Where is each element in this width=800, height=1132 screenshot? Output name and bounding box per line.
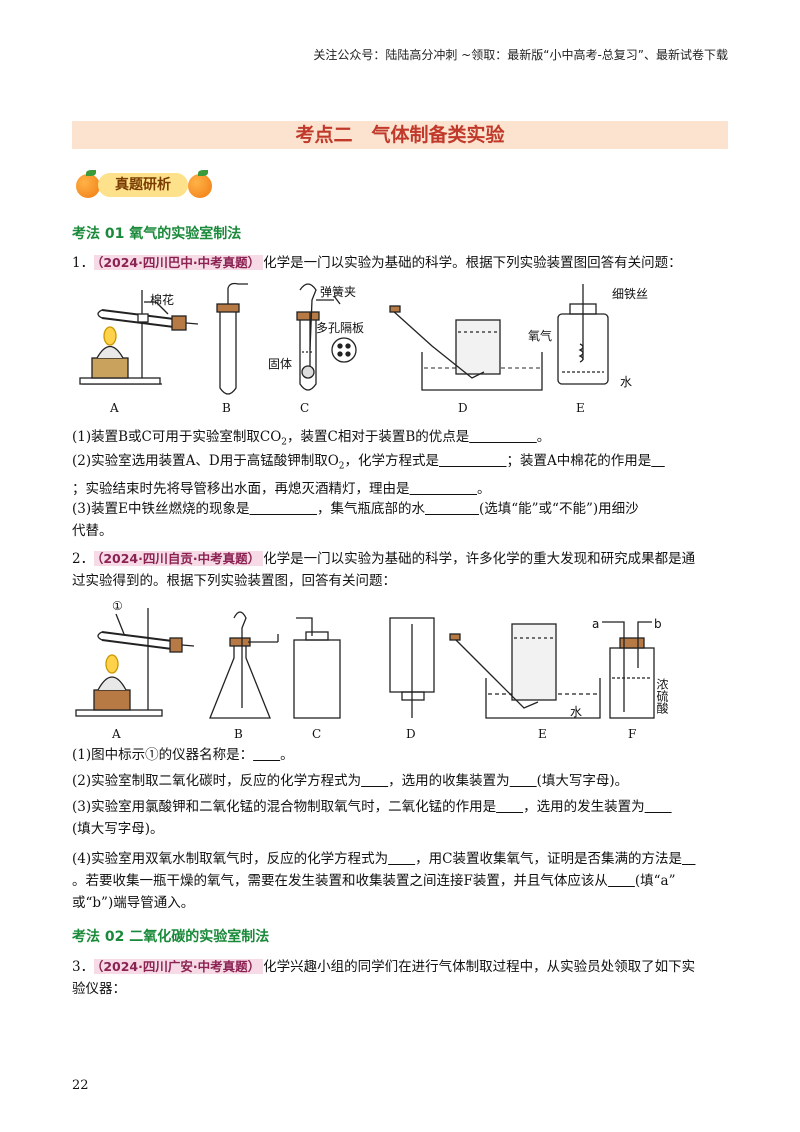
label-solid: 固体 — [268, 357, 292, 371]
label-circle-1: ① — [112, 599, 123, 613]
section-title: 考点二 气体制备类实验 — [72, 121, 728, 149]
q2-part3-text: (填大写字母)。 — [72, 821, 164, 837]
q2-stem-text: 过实验得到的。根据下列实验装置图，回答有关问题： — [72, 573, 396, 589]
q1-part3: (3)装置E中铁丝燃烧的现象是 ，集气瓶底部的水 (选填“能”或“不能”)用细沙… — [72, 498, 732, 542]
q2-part3-text: (3)实验室用氯酸钾和二氧化锰的混合物制取氧气时，二氧化锰的作用是 — [72, 799, 497, 815]
q2-part1-text: (1)图中标示①的仪器名称是： — [72, 747, 254, 763]
q3-stem: 3．（2024·四川广安·中考真题）化学兴趣小组的同学们在进行气体制取过程中，从… — [72, 956, 732, 1000]
q1-source: （2024·四川巴中·中考真题） — [94, 255, 264, 270]
q1-part3-text: (选填“能”或“不能”)用细沙 — [478, 501, 639, 517]
fig-label-C: C — [312, 727, 321, 741]
fig-label-E: E — [576, 401, 585, 415]
label-b: b — [654, 617, 662, 631]
q1-number: 1． — [72, 255, 95, 271]
fig-label-B: B — [234, 727, 243, 741]
q1-part1: (1)装置B或C可用于实验室制取CO2，装置C相对于装置B的优点是 。 — [72, 429, 551, 448]
label-iron-wire: 细铁丝 — [612, 287, 648, 301]
fig-label-E: E — [538, 727, 547, 741]
q3-source: （2024·四川广安·中考真题） — [94, 959, 264, 974]
fig-label-B: B — [222, 401, 231, 415]
q2-part4-text: (4)实验室用双氧水制取氧气时，反应的化学方程式为 — [72, 851, 389, 867]
label-water: 水 — [570, 705, 582, 719]
q2-part3: (3)实验室用氯酸钾和二氧化锰的混合物制取氧气时，二氧化锰的作用是 ，选用的发生… — [72, 796, 732, 840]
q1-part1-text: ，装置C相对于装置B的优点是 — [287, 429, 470, 445]
header-note: 关注公众号：陆陆高分冲刺 ~领取：最新版“小中高考-总复习”、最新试卷下载 — [313, 48, 728, 62]
q2-stem: 2．（2024·四川自贡·中考真题）化学是一门以实验为基础的科学，许多化学的重大… — [72, 548, 732, 592]
q2-part1-text: 。 — [280, 747, 294, 763]
badge-label: 真题研析 — [98, 173, 188, 197]
q3-stem-text: 化学兴趣小组的同学们在进行气体制取过程中，从实验员处领取了如下实 — [263, 959, 696, 975]
q2-part4-text: (填“a” — [634, 873, 676, 889]
q1-part2-text: ，化学方程式是 — [344, 453, 440, 469]
label-oxygen: 氧气 — [528, 328, 552, 343]
label-spring-clip: 弹簧夹 — [320, 284, 356, 299]
q2-part4-text: ，用C装置收集氧气，证明是否集满的方法是 — [415, 851, 682, 867]
q1-part3-text: 代替。 — [72, 523, 113, 539]
q2-part4: (4)实验室用双氧水制取氧气时，反应的化学方程式为 ，用C装置收集氧气，证明是否… — [72, 848, 732, 914]
fig-label-D: D — [458, 401, 468, 415]
q2-part2-text: (填大写字母)。 — [536, 773, 629, 789]
q3-stem-text: 验仪器： — [72, 981, 126, 997]
q2-part2-text: ，选用的收集装置为 — [388, 773, 510, 789]
orange-icon — [188, 174, 212, 198]
orange-icon — [76, 174, 100, 198]
fig-label-C: C — [300, 401, 309, 415]
q1-stem: 1．（2024·四川巴中·中考真题）化学是一门以实验为基础的科学。根据下列实验装… — [72, 252, 732, 274]
q2-part1: (1)图中标示①的仪器名称是： 。 — [72, 744, 732, 766]
label-conc-sulfuric-acid: 浓硫酸 — [655, 678, 669, 714]
label-water: 水 — [620, 375, 632, 389]
q2-apparatus-figure: ① a b 水 浓硫酸 A B C D E F — [75, 599, 669, 741]
label-porous-plate: 多孔隔板 — [316, 321, 364, 335]
fig-label-D: D — [406, 727, 416, 741]
q2-stem-text: 化学是一门以实验为基础的科学，许多化学的重大发现和研究成果都是通 — [263, 551, 696, 567]
q2-part3-text: ，选用的发生装置为 — [523, 799, 645, 815]
fig-label-F: F — [628, 727, 636, 741]
leaf-icon — [198, 170, 208, 176]
q3-number: 3． — [72, 959, 95, 975]
q1-part2-text: ；实验结束时先将导管移出水面，再熄灭酒精灯，理由是 — [72, 480, 410, 497]
q1-stem-text: 化学是一门以实验为基础的科学。根据下列实验装置图回答有关问题： — [263, 255, 682, 271]
q2-source: （2024·四川自贡·中考真题） — [94, 551, 264, 566]
page-number: 22 — [72, 1078, 89, 1093]
q1-part1-text: 。 — [536, 429, 551, 445]
q1-part3-text: ，集气瓶底部的水 — [316, 501, 425, 517]
q1-part2: (2)实验室选用装置A、D用于高锰酸钾制取O2，化学方程式是 ；装置A中棉花的作… — [72, 453, 652, 497]
label-cotton: 棉花 — [150, 292, 174, 307]
q2-part2: (2)实验室制取二氧化碳时，反应的化学方程式为 ，选用的收集装置为 (填大写字母… — [72, 770, 732, 792]
label-a: a — [592, 617, 599, 631]
leaf-icon — [86, 170, 96, 176]
q1-part2-text: 。 — [477, 480, 491, 497]
q1-part3-text: (3)装置E中铁丝燃烧的现象是 — [72, 501, 250, 517]
q1-part2-text: ；装置A中棉花的作用是 — [506, 453, 652, 469]
q2-part2-text: (2)实验室制取二氧化碳时，反应的化学方程式为 — [72, 773, 362, 789]
q1-apparatus-figure: 棉花 弹簧夹 多孔隔板 固体 细铁丝 氧气 水 A B C D E — [79, 282, 648, 415]
fig-label-A: A — [109, 401, 119, 415]
q2-part4-text: 。若要收集一瓶干燥的氧气，需要在发生装置和收集装置之间连接F装置，并且气体应该从 — [72, 873, 608, 889]
badge: 真题研析 — [76, 166, 216, 206]
q2-part4-text: 或“b”)端导管通入。 — [72, 895, 195, 911]
method-title-2: 考法 02 二氧化碳的实验室制法 — [72, 929, 270, 945]
q1-part1-text: (1)装置B或C可用于实验室制取CO — [72, 429, 282, 445]
q1-part2-text: (2)实验室选用装置A、D用于高锰酸钾制取O — [72, 453, 339, 469]
fig-label-A: A — [111, 727, 121, 741]
q2-number: 2． — [72, 551, 95, 567]
method-title-1: 考法 01 氧气的实验室制法 — [72, 226, 242, 242]
